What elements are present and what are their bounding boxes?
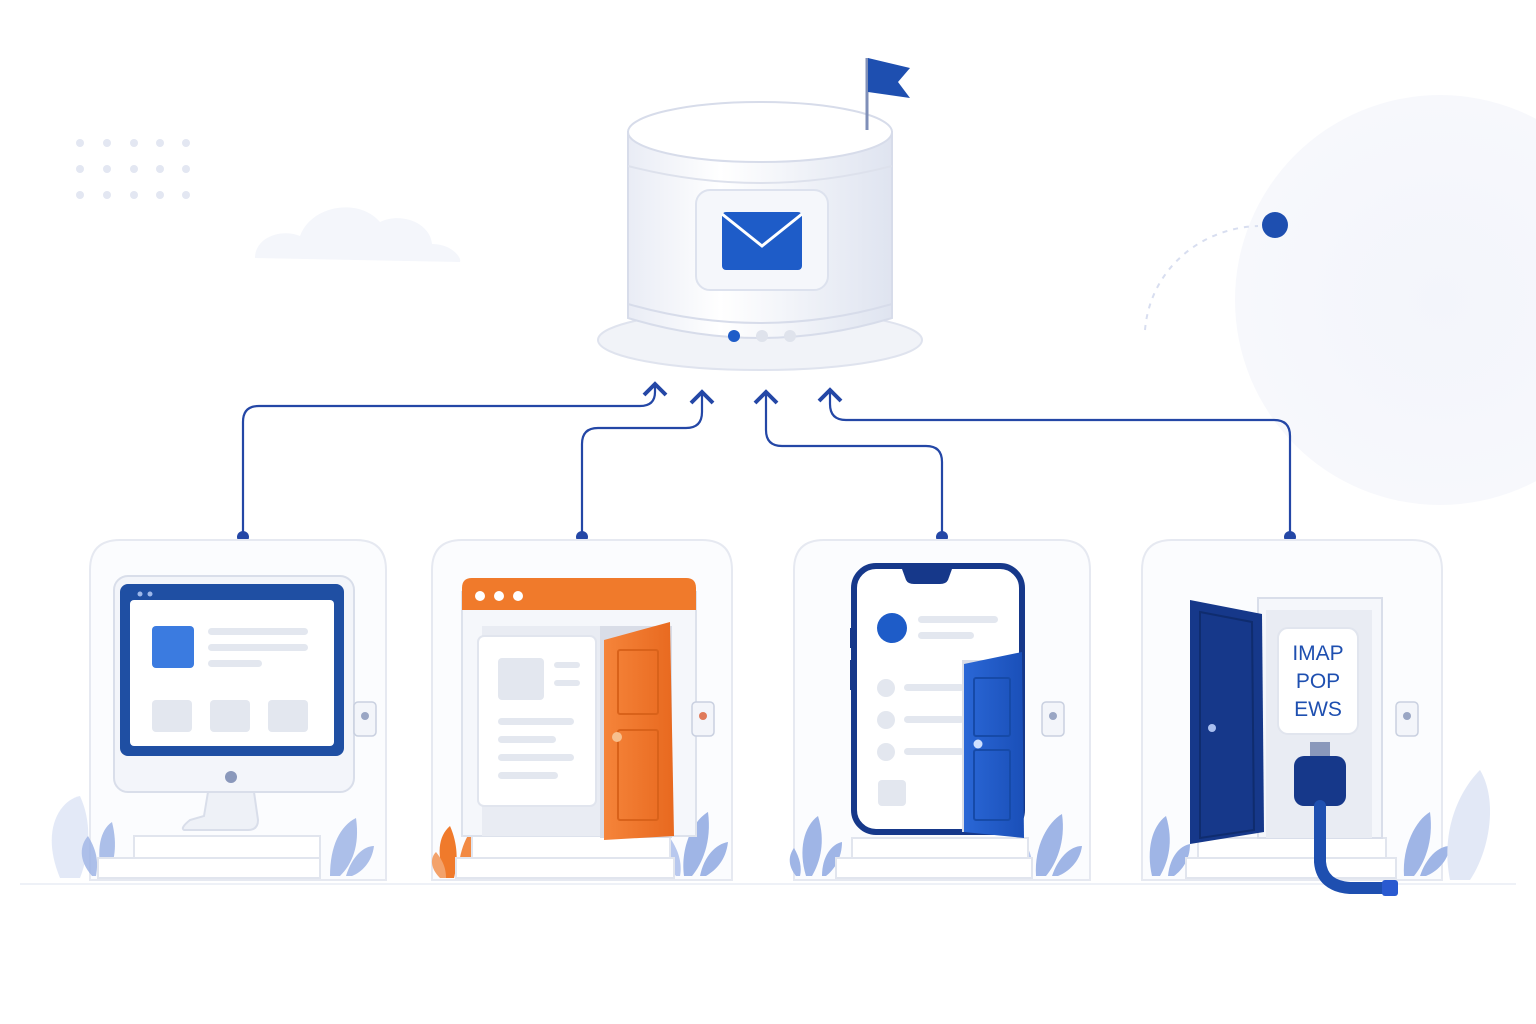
client-protocols: IMAP POP EWS bbox=[1141, 539, 1491, 896]
open-door-icon bbox=[962, 652, 1024, 838]
client-desktop bbox=[51, 539, 387, 881]
status-dots bbox=[728, 330, 796, 342]
client-web bbox=[431, 539, 733, 881]
open-door-icon bbox=[1190, 600, 1264, 844]
connector-mobile bbox=[753, 389, 944, 537]
envelope-icon bbox=[721, 212, 803, 270]
protocol-imap: IMAP bbox=[1292, 642, 1343, 665]
connectors bbox=[237, 381, 1296, 543]
protocol-ews: EWS bbox=[1294, 698, 1342, 721]
desktop-monitor-icon bbox=[113, 575, 355, 831]
plug-cable-icon bbox=[1294, 742, 1398, 896]
client-mobile bbox=[789, 539, 1091, 881]
connector-protocols bbox=[817, 387, 1292, 537]
connector-desktop bbox=[241, 381, 668, 537]
connector-web bbox=[580, 389, 715, 537]
background-decor bbox=[20, 95, 1536, 885]
flag-icon bbox=[865, 58, 910, 130]
protocol-label-card: IMAP POP EWS bbox=[1277, 627, 1359, 735]
mail-server bbox=[597, 58, 923, 371]
protocol-pop: POP bbox=[1296, 670, 1340, 693]
open-door-icon bbox=[600, 622, 674, 840]
